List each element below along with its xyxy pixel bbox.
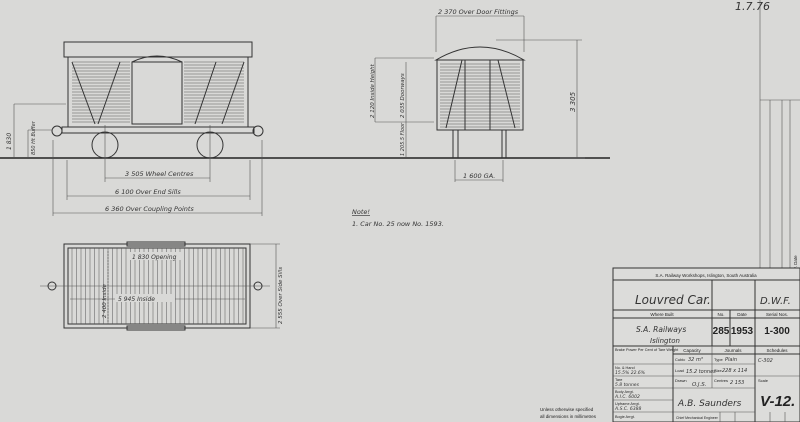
dim-overall-height: 3 305	[569, 91, 577, 112]
dim-inside-height: 2 120 Inside Height	[370, 63, 376, 118]
revision-label: Rev. Date	[793, 255, 798, 275]
tb-signature-title: Chief Mechanical Engineer	[676, 416, 719, 420]
dim-coupling-points: 6 360 Over Coupling Points	[105, 205, 194, 213]
dim-door-fittings: 2 370 Over Door Fittings	[438, 8, 519, 16]
tb-cubic-value: 32 m³	[688, 357, 703, 363]
dim-inside-width: 2 400 Inside	[102, 284, 108, 318]
footer-note-2: all dimensions in millimetres	[540, 414, 597, 419]
tb-no-value: 285	[713, 326, 730, 337]
side-view	[13, 41, 264, 216]
tb-where-built-2: Islington	[650, 337, 680, 345]
tb-date-label: Date	[737, 312, 747, 317]
dim-height: 1 830	[6, 133, 13, 150]
corner-date: 1.7.76	[735, 0, 770, 13]
tb-where-built-label: Where Built	[650, 312, 674, 317]
tb-type-label: Type	[714, 357, 723, 362]
tb-no-label: No.	[717, 312, 724, 317]
dim-inside-length: 5 945 Inside	[118, 296, 155, 303]
tb-underframe-value: A.S.C. 6388	[614, 406, 641, 412]
title-block	[612, 267, 800, 422]
tb-capacity-label: Capacity	[683, 348, 701, 353]
tb-drawn-label: Drawn	[675, 378, 687, 383]
tb-size-label: Size	[714, 368, 723, 373]
tb-bogie-label: Bogie Arrgt.	[615, 415, 635, 419]
tb-cubic-label: Cubic	[675, 357, 685, 362]
tb-date-value: 1953	[731, 326, 754, 337]
tb-hand-label: No. & Hand	[615, 366, 635, 370]
tb-drawing-number: V-12.	[760, 393, 795, 410]
tb-size-value: 228 x 114	[722, 368, 747, 374]
dim-buffer: 850 Ht Buffer	[31, 120, 37, 155]
tb-scale-label: Scale	[758, 378, 769, 383]
tb-signature: A.B. Saunders	[677, 399, 742, 409]
tb-serial-value: 1-300	[764, 326, 790, 337]
footer-note-1: Unless otherwise specified	[540, 407, 594, 412]
tb-where-built-1: S.A. Railways	[636, 325, 686, 334]
tb-schedules-label: Schedules	[766, 348, 788, 353]
tb-centres-value: 2 153	[730, 380, 744, 386]
note-heading: Note!	[352, 208, 370, 216]
tb-type-value: Plain	[725, 357, 737, 363]
tb-underframe-label: Upframe Arrgt.	[615, 402, 640, 406]
dim-opening: 1 830 Opening	[132, 254, 177, 261]
tb-body-arrgt-value: A.I.C. 6002	[614, 394, 640, 400]
tb-tare-value: 5.8 tonnes	[615, 382, 640, 388]
tb-tare-label: Tare	[615, 378, 622, 382]
note-line: 1. Car No. 25 now No. 1593.	[352, 220, 444, 228]
tb-centres-label: Centres	[714, 378, 728, 383]
tb-drawn-value: O.J.S.	[692, 382, 707, 388]
dim-doorways: 2 035 Doorways	[400, 73, 406, 118]
dim-gauge: 1 600 GA.	[463, 172, 495, 180]
tb-title: Louvred Car.	[635, 293, 711, 307]
dim-end-sills: 6 100 Over End Sills	[115, 188, 181, 196]
tb-schedules-value: C-302	[758, 358, 773, 364]
dim-floor: 1 205.5 Floor	[400, 122, 406, 156]
end-view	[374, 15, 585, 182]
tb-load-label: Load	[675, 368, 684, 373]
tb-journals-label: Journals	[724, 348, 742, 353]
tb-body-arrgt-label: Body Arrgt.	[615, 390, 634, 394]
tb-hand-value: 15.5% 22.6%	[615, 370, 645, 376]
tb-serial-label: Serial Nos.	[766, 312, 788, 317]
dim-side-sills: 2 555 Over Side Sills	[278, 267, 284, 324]
tb-brake-power-label: Brake Power Per Cent of Tare Weight	[615, 348, 679, 352]
tb-header: S.A. Railway Workshops, Islington, South…	[655, 273, 757, 278]
tb-load-value: 15.2 tonnes	[686, 369, 716, 375]
tb-code: D.W.F.	[760, 296, 791, 307]
dim-wheel-centres: 3 505 Wheel Centres	[125, 170, 194, 178]
plan-view	[40, 241, 280, 331]
